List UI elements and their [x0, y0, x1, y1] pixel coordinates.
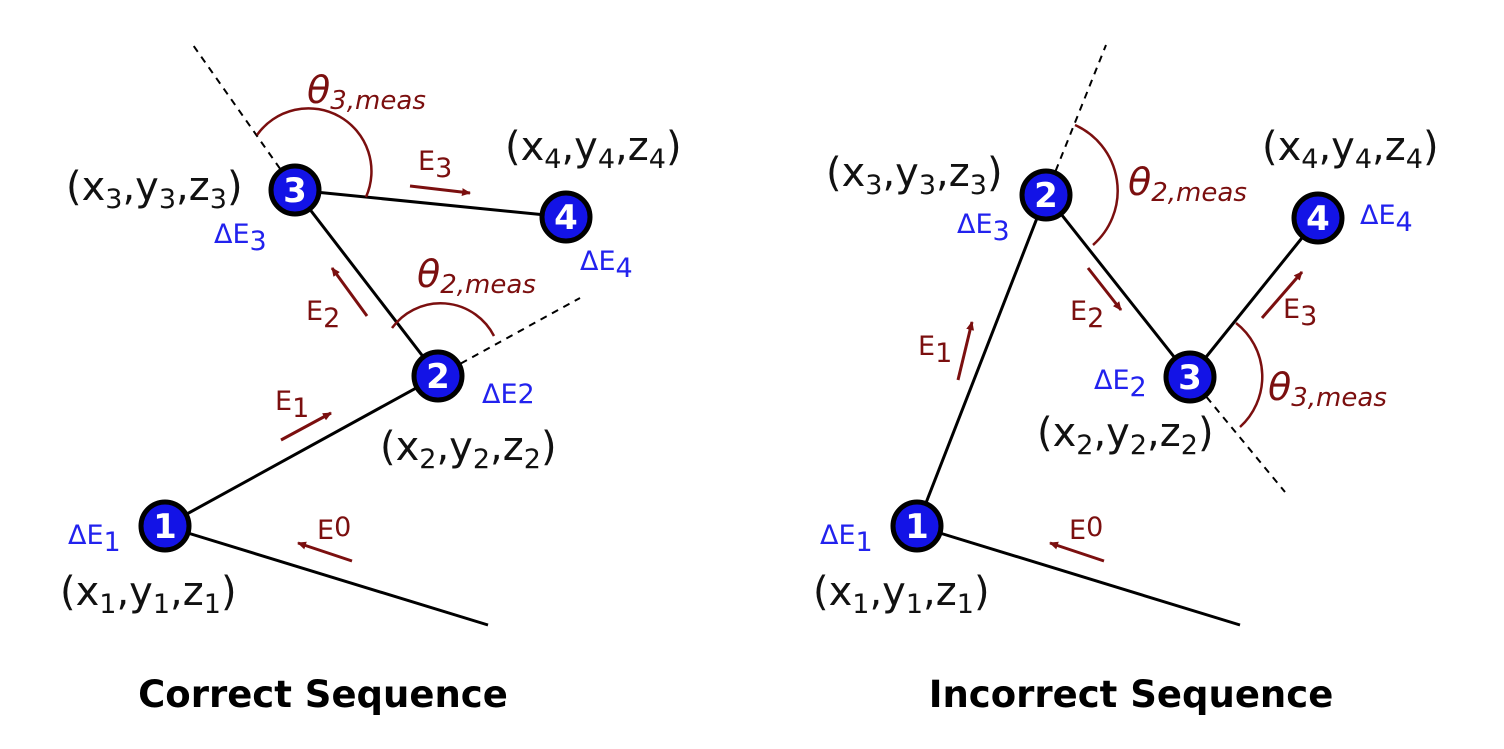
angle-arc-2 [390, 302, 496, 337]
svg-text:4: 4 [554, 198, 578, 238]
energy-arrow-e2 [1086, 267, 1123, 311]
caption-correct-sequence: Correct Sequence [138, 673, 508, 716]
energy-arrow-e1 [280, 411, 332, 442]
energy-label-e3: E3 [418, 146, 452, 184]
angle-label-theta-3: θ3,meas [1268, 365, 1387, 413]
coord-label-4: (x4,y4,z4) [505, 124, 682, 175]
track-2-3 [1044, 194, 1192, 378]
svg-text:1: 1 [905, 507, 929, 547]
track-3-4 [294, 188, 567, 219]
energy-arrow-e3 [409, 184, 471, 197]
delta-e-label-3: ΔE3 [957, 209, 1010, 247]
track-1-2 [915, 194, 1048, 527]
svg-text:2: 2 [1034, 176, 1058, 216]
extension-line-2 [1045, 44, 1107, 196]
coord-label-2: (x2,y2,z2) [380, 424, 557, 475]
angle-label-theta-2: θ2,meas [1128, 160, 1247, 208]
delta-e-label-1: ΔE1 [68, 520, 121, 558]
delta-e-label-3: ΔE3 [214, 219, 267, 257]
extension-line-3 [192, 44, 296, 191]
energy-label-e3: E3 [1283, 294, 1317, 332]
angle-label-theta-3: θ3,meas [307, 68, 426, 116]
node-4: 4 [539, 190, 593, 244]
correct-sequence-panel: 1 2 3 4 (x1,y1,z1) (x2,y2,z2) (x3,y3,z3)… [60, 44, 682, 716]
energy-arrow-e3 [1260, 271, 1304, 319]
angle-arc-3 [255, 107, 373, 198]
incoming-track [164, 524, 489, 627]
energy-label-e2: E2 [306, 296, 340, 334]
angle-arc-3 [1235, 322, 1264, 428]
delta-e-label-4: ΔE4 [1360, 200, 1413, 238]
node-4: 4 [1291, 191, 1345, 245]
node-2: 2 [1019, 168, 1073, 222]
energy-arrow-e0 [297, 541, 353, 563]
svg-text:3: 3 [1178, 358, 1202, 398]
svg-text:1: 1 [153, 507, 177, 547]
energy-label-e0: E0 [1069, 512, 1103, 546]
svg-text:3: 3 [283, 171, 307, 211]
coord-label-3: (x3,y3,z3) [66, 164, 243, 215]
node-2: 2 [411, 349, 465, 403]
svg-text:4: 4 [1306, 199, 1330, 239]
delta-e-label-2: ΔE2 [1094, 365, 1147, 403]
caption-incorrect-sequence: Incorrect Sequence [929, 673, 1334, 716]
node-1: 1 [138, 499, 192, 553]
angle-arc-2 [1074, 123, 1119, 246]
track-2-3 [293, 189, 440, 377]
energy-label-e0: E0 [317, 512, 351, 546]
track-1-2 [164, 374, 439, 528]
energy-arrow-e1 [956, 321, 975, 381]
energy-arrow-e0 [1049, 541, 1105, 563]
extension-line-2 [437, 297, 581, 377]
svg-text:2: 2 [426, 357, 450, 397]
coord-label-3: (x2,y2,z2) [1037, 410, 1214, 461]
track-3-4 [1188, 217, 1320, 378]
node-3: 3 [1163, 350, 1217, 404]
node-1: 1 [890, 499, 944, 553]
coord-label-1: (x1,y1,z1) [60, 569, 237, 620]
energy-label-e1: E1 [275, 386, 309, 424]
angle-label-theta-2: θ2,meas [417, 252, 536, 300]
delta-e-label-1: ΔE1 [820, 520, 873, 558]
node-3: 3 [268, 163, 322, 217]
energy-arrow-e2 [330, 267, 369, 317]
coord-label-1: (x1,y1,z1) [813, 569, 990, 620]
delta-e-label-2: ΔE2 [482, 379, 535, 410]
delta-e-label-4: ΔE4 [580, 246, 633, 284]
energy-label-e1: E1 [918, 331, 952, 369]
energy-label-e2: E2 [1070, 296, 1104, 334]
incorrect-sequence-panel: 1 2 3 4 (x1,y1,z1) (x3,y3,z3) (x2,y2,z2)… [813, 44, 1439, 716]
coord-label-2: (x3,y3,z3) [826, 150, 1003, 201]
coord-label-4: (x4,y4,z4) [1262, 124, 1439, 175]
incoming-track [916, 524, 1241, 627]
